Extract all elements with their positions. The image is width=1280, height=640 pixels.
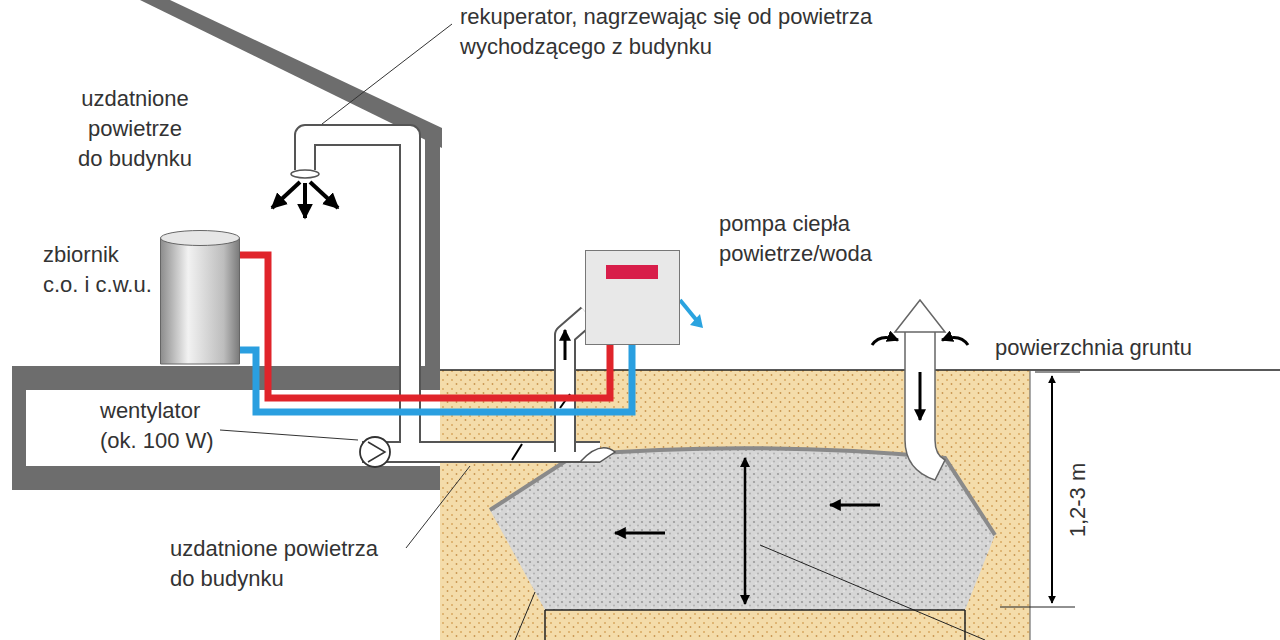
leader-line — [760, 545, 985, 640]
callout-text: rekuperator, nagrzewając się od powietrz… — [460, 2, 990, 62]
fan-symbol — [368, 442, 385, 462]
inner-wall — [425, 135, 440, 370]
storage-tank: zbiornik c.o. i c.w.u. — [160, 230, 240, 365]
flow-arrow — [564, 330, 567, 360]
flow-arrow — [830, 504, 880, 507]
depth-arrow — [744, 458, 747, 604]
ground-label: powierzchnia gruntu — [995, 333, 1192, 363]
air-label: uzdatnione powietrza do budynku — [170, 534, 402, 594]
dimension-label: 1,2-3 m — [1063, 463, 1093, 538]
component-label: pompa ciepła powietrze/woda — [719, 209, 852, 269]
bed-wall — [964, 610, 966, 640]
dimension-line — [1051, 376, 1053, 603]
exhaust-arrow — [680, 300, 698, 322]
flow-arrow — [303, 183, 307, 218]
tank-cylinder — [160, 230, 240, 365]
bed-bottom — [545, 609, 965, 611]
leader-line — [515, 592, 535, 640]
water-pipe — [240, 345, 632, 412]
outer-wall — [12, 390, 26, 466]
exhaust-arrow — [690, 314, 703, 328]
valve — [512, 444, 522, 460]
air-label: uzdatnione powietrze do budynku — [77, 84, 193, 174]
component-label: zbiornik c.o. i c.w.u. — [43, 240, 154, 300]
fan-symbol — [360, 437, 390, 467]
flow-arrow — [272, 182, 300, 208]
ground-edge — [1030, 370, 1031, 640]
air-duct — [305, 135, 600, 452]
leader-line — [322, 24, 452, 124]
bed-wall — [544, 610, 546, 640]
leader-line — [220, 430, 358, 440]
heat-pump: pompa ciepła powietrze/woda — [585, 250, 680, 345]
duct-inlet — [580, 448, 615, 462]
intake-cap — [895, 300, 945, 332]
flow-arrow — [310, 182, 338, 208]
flow-arrow — [942, 337, 968, 345]
flow-arrow — [615, 532, 665, 535]
flow-arrow — [872, 337, 898, 345]
display-indicator — [606, 265, 658, 279]
diffuser — [291, 170, 319, 178]
intake-pipe — [905, 330, 945, 480]
floor-slab — [12, 366, 440, 390]
valve — [560, 394, 570, 408]
foundation-slab — [12, 466, 440, 490]
ground-soil — [440, 370, 1030, 640]
dimension-tick — [1035, 372, 1080, 373]
dimension-tick — [1000, 607, 1075, 608]
flow-arrow — [919, 372, 922, 420]
water-pipe — [240, 255, 610, 398]
fan-label: wentylator (ok. 100 W) — [100, 396, 216, 456]
leader-line — [406, 466, 470, 548]
